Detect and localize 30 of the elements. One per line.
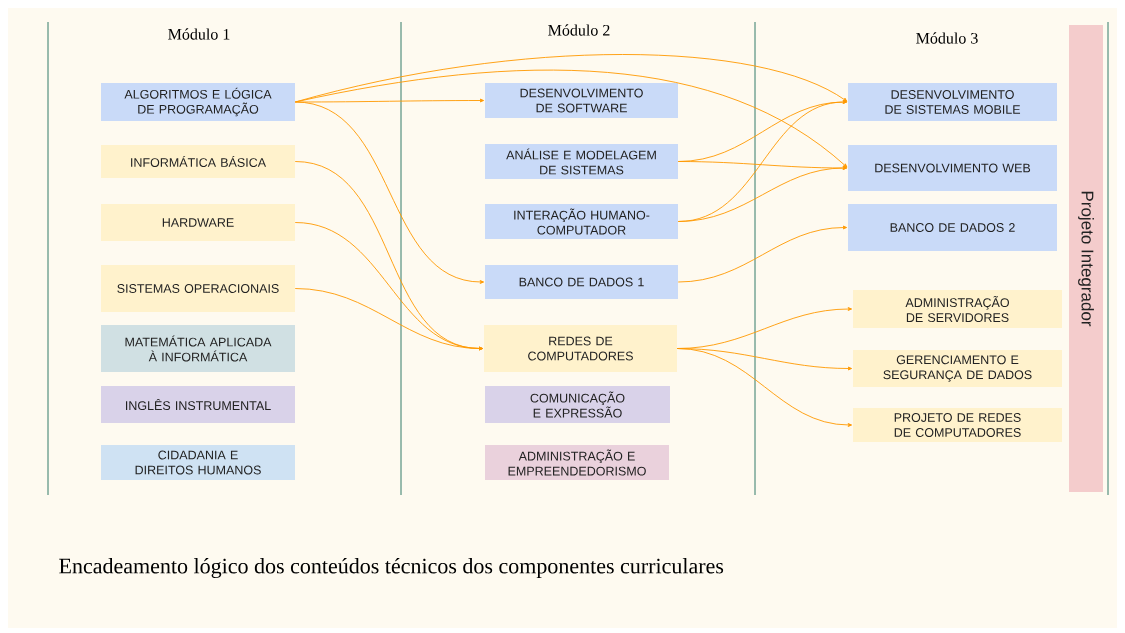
- course-box: COMUNICAÇÃO E EXPRESSÃO: [485, 386, 670, 423]
- course-box: MATEMÁTICA APLICADA À INFORMÁTICA: [101, 325, 295, 372]
- curved-arrow: [677, 166, 848, 222]
- module-heading: Módulo 2: [548, 24, 610, 36]
- course-box: REDES DE COMPUTADORES: [484, 325, 677, 372]
- curved-arrow: [294, 101, 485, 284]
- module-heading: Módulo 3: [916, 32, 978, 44]
- curved-arrow: [676, 348, 853, 427]
- course-box: BANCO DE DADOS 2: [848, 204, 1057, 251]
- project-band: Projeto Integrador: [1069, 25, 1103, 492]
- curved-arrow: [677, 225, 848, 283]
- course-box: CIDADANIA E DIREITOS HUMANOS: [101, 445, 295, 480]
- course-box: BANCO DE DADOS 1: [485, 265, 678, 299]
- module-heading: Módulo 1: [168, 28, 230, 40]
- course-box: GERENCIAMENTO E SEGURANÇA DE DADOS: [853, 350, 1062, 387]
- curved-arrow: [294, 288, 484, 351]
- course-box: INTERAÇÃO HUMANO-COMPUTADOR: [485, 204, 678, 239]
- caption: Encadeamento lógico dos conteúdos técnicos dos componentes curriculares: [59, 558, 724, 579]
- course-box: SISTEMAS OPERACIONAIS: [101, 265, 295, 312]
- course-box: ADMINISTRAÇÃO E EMPREENDEDORISMO: [485, 445, 669, 480]
- course-box: DESENVOLVIMENTO DE SOFTWARE: [485, 83, 678, 118]
- course-box: DESENVOLVIMENTO DE SISTEMAS MOBILE: [848, 83, 1057, 121]
- course-box: HARDWARE: [101, 204, 295, 241]
- course-box: PROJETO DE REDES DE COMPUTADORES: [853, 408, 1062, 442]
- course-box: INFORMÁTICA BÁSICA: [101, 145, 295, 178]
- course-box: DESENVOLVIMENTO WEB: [848, 145, 1057, 191]
- course-box: ANÁLISE E MODELAGEM DE SISTEMAS: [485, 144, 678, 179]
- course-box: INGLÊS INSTRUMENTAL: [101, 386, 295, 423]
- course-box: ADMINISTRAÇÃO DE SERVIDORES: [853, 290, 1062, 328]
- course-box: ALGORITMOS E LÓGICA DE PROGRAMAÇÃO: [101, 83, 295, 121]
